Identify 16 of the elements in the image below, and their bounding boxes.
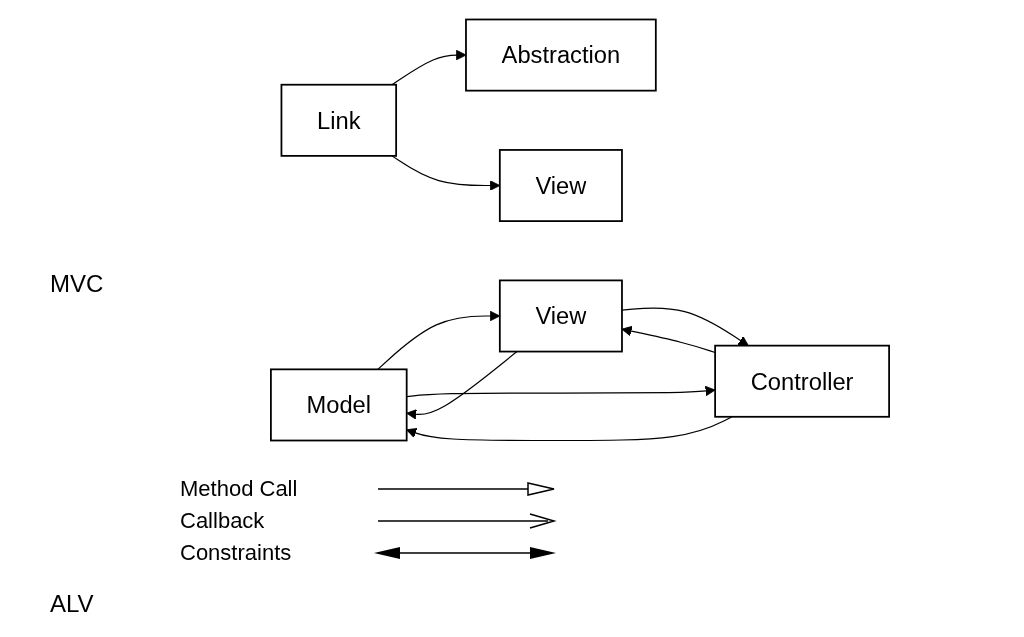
legend-text: Method Call xyxy=(180,476,299,502)
row-label: MVC xyxy=(50,270,104,298)
row-label: ALV xyxy=(50,590,94,618)
arrow xyxy=(406,350,518,420)
node-box: Model xyxy=(270,368,408,442)
arrow xyxy=(406,416,733,442)
node-box: View xyxy=(498,149,623,222)
node-box: Controller xyxy=(714,344,890,418)
arrow xyxy=(406,385,716,398)
arrow xyxy=(621,325,716,354)
node-box: View xyxy=(498,279,623,353)
node-box: Link xyxy=(280,83,398,157)
node-box: Abstraction xyxy=(465,18,657,92)
arrow xyxy=(621,307,749,347)
legend-text: Callback xyxy=(180,508,266,534)
legend-text: Constraints xyxy=(180,540,293,566)
